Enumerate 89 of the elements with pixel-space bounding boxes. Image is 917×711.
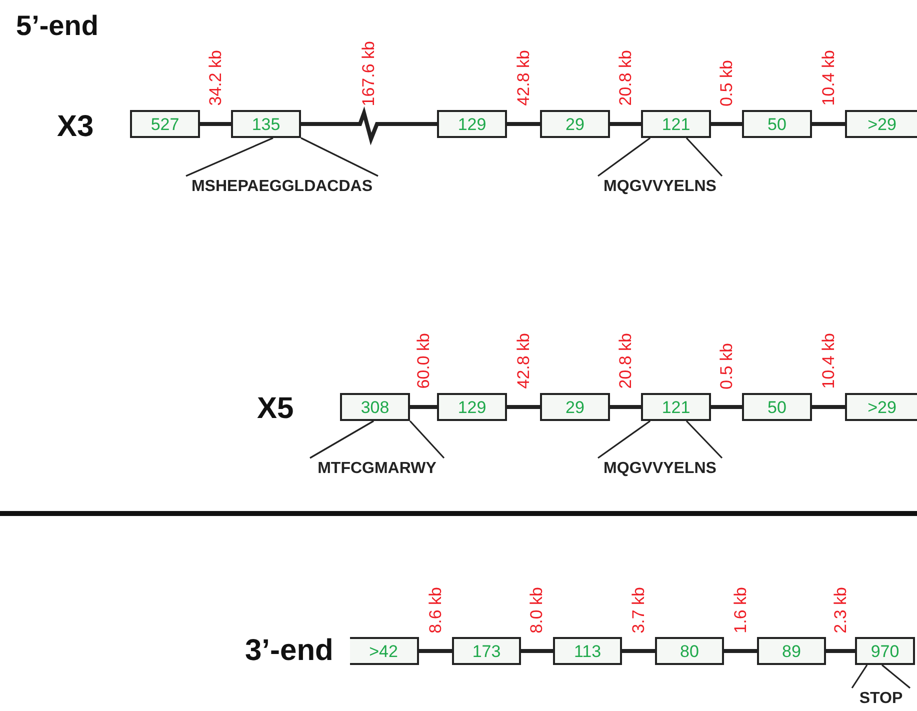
intron-length: 42.8 kb <box>514 333 532 389</box>
exon-box <box>845 110 917 138</box>
exon-box <box>130 110 200 138</box>
row-label: 3’-end <box>245 636 334 666</box>
exon-size: 129 <box>458 398 486 416</box>
exon-box <box>845 393 917 421</box>
intron-length: 8.6 kb <box>426 586 444 633</box>
peptide-sequence: MTFCGMARWY <box>306 461 448 477</box>
exon-size: 89 <box>782 642 801 660</box>
splice-line <box>310 420 374 459</box>
exon-size: 129 <box>458 116 486 132</box>
intron-length: 3.7 kb <box>630 586 646 633</box>
peptide-sequence: MQGVVYELNS <box>594 461 726 477</box>
splice-line <box>300 137 378 177</box>
intron-length: 42.8 kb <box>514 50 532 106</box>
exon-size: 50 <box>768 116 786 132</box>
splice-line <box>686 137 723 177</box>
exon-size: 173 <box>472 642 501 660</box>
exon-box <box>350 637 419 665</box>
intron-line <box>410 405 437 409</box>
exon-box <box>540 110 610 138</box>
exon-box <box>855 637 915 665</box>
exon-box <box>553 637 622 665</box>
row-label: X5 <box>257 394 294 424</box>
splice-line <box>186 137 274 177</box>
exon-box <box>757 637 826 665</box>
peptide-sequence: MQGVVYELNS <box>594 179 726 195</box>
exon-size: 50 <box>768 398 786 416</box>
intron-line <box>507 405 540 409</box>
row-label: 5’-end <box>16 12 98 40</box>
exon-size: 135 <box>252 116 280 132</box>
intron-length: 8.0 kb <box>528 586 545 633</box>
splice-line <box>598 420 651 459</box>
exon-size: 308 <box>360 398 390 416</box>
intron-line <box>521 649 553 653</box>
splice-line <box>686 420 723 459</box>
intron-line <box>200 122 231 126</box>
exon-size: 113 <box>574 642 602 660</box>
intron-length: 60.0 kb <box>414 333 432 389</box>
intron-length: 167.6 kb <box>360 40 377 106</box>
splice-line <box>882 664 910 689</box>
exon-size: 29 <box>566 116 584 132</box>
exon-size: >29 <box>868 398 896 416</box>
intron-line <box>610 405 641 409</box>
row-label: X3 <box>57 112 94 142</box>
exon-box <box>452 637 521 665</box>
intron-line <box>812 405 845 409</box>
exon-size: >42 <box>369 642 398 660</box>
intron-line <box>419 649 452 653</box>
splice-line <box>409 420 445 459</box>
intron-length: 0.5 kb <box>718 60 734 106</box>
intron-line <box>826 649 855 653</box>
intron-length: 20.8 kb <box>616 50 634 106</box>
exon-size: 121 <box>662 116 690 132</box>
peptide-sequence: MSHEPAEGGLDACDAS <box>182 179 382 195</box>
peptide-sequence: STOP <box>848 691 914 707</box>
intron-line <box>711 122 742 126</box>
intron-length: 1.6 kb <box>732 586 748 633</box>
exon-size: 80 <box>680 642 699 660</box>
splice-line <box>851 664 868 688</box>
exon-box <box>641 393 711 421</box>
exon-box <box>340 393 410 421</box>
exon-box <box>540 393 610 421</box>
intron-line <box>507 122 540 126</box>
intron-line <box>812 122 845 126</box>
intron-length: 10.4 kb <box>820 50 836 106</box>
exon-size: >29 <box>868 116 896 132</box>
exon-box <box>641 110 711 138</box>
exon-box <box>437 393 507 421</box>
intron-length: 2.3 kb <box>832 586 848 633</box>
exon-box <box>742 110 812 138</box>
intron-line <box>724 649 757 653</box>
exon-size: 527 <box>150 116 180 132</box>
intron-length: 10.4 kb <box>820 333 836 389</box>
intron-length: 0.5 kb <box>718 342 734 389</box>
exon-box <box>231 110 301 138</box>
exon-box <box>437 110 507 138</box>
intron-length: 34.2 kb <box>206 50 224 106</box>
exon-box <box>742 393 812 421</box>
intron-line <box>622 649 655 653</box>
exon-size: 970 <box>870 642 900 660</box>
splice-line <box>598 137 651 177</box>
exon-size: 29 <box>566 398 584 416</box>
exon-box <box>655 637 724 665</box>
exon-size: 121 <box>662 398 690 416</box>
intron-line <box>301 106 437 146</box>
intron-line <box>711 405 742 409</box>
intron-line <box>610 122 641 126</box>
intron-length: 20.8 kb <box>616 333 634 389</box>
